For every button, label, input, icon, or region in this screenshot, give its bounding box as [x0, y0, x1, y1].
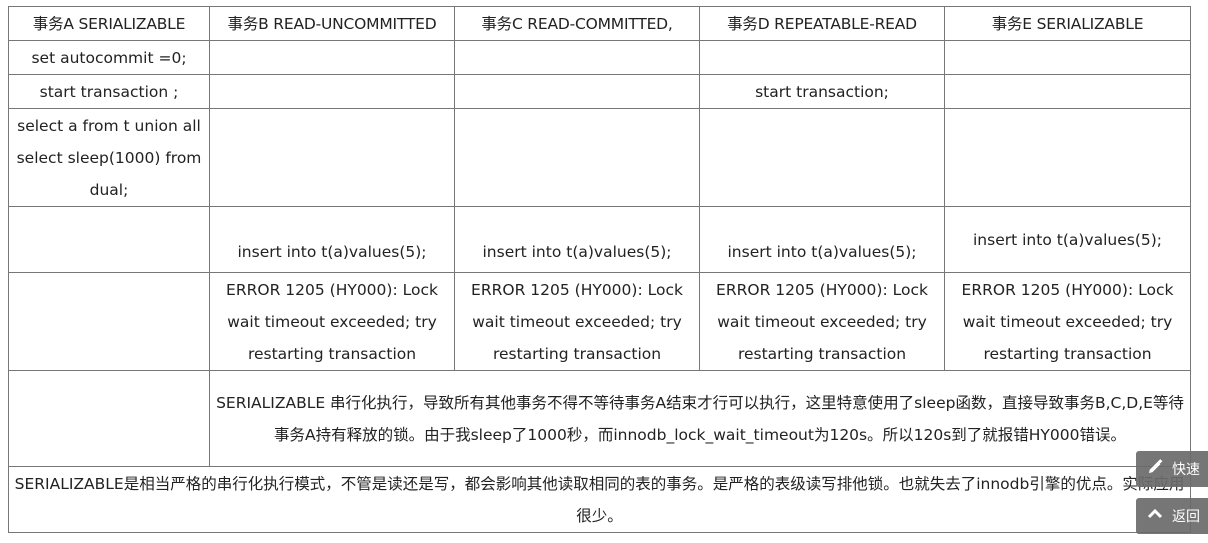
cell	[209, 108, 455, 207]
header-row: 事务A SERIALIZABLE 事务B READ-UNCOMMITTED 事务…	[8, 6, 1191, 41]
quick-reply-label: 快速	[1172, 462, 1200, 478]
cell	[699, 108, 945, 207]
table-row: select a from t union all select sleep(1…	[8, 108, 1191, 207]
cell: set autocommit =0;	[8, 40, 210, 75]
cell	[699, 40, 945, 75]
cell	[8, 272, 210, 371]
header-cell-c: 事务C READ-COMMITTED,	[454, 6, 700, 41]
cell: insert into t(a)values(5);	[209, 206, 455, 273]
header-cell-b: 事务B READ-UNCOMMITTED	[209, 6, 455, 41]
cell: insert into t(a)values(5);	[454, 206, 700, 273]
cell	[209, 40, 455, 75]
cell: select a from t union all select sleep(1…	[8, 108, 210, 207]
header-cell-e: 事务E SERIALIZABLE	[944, 6, 1191, 41]
header-cell-a: 事务A SERIALIZABLE	[8, 6, 210, 41]
cell: start transaction;	[699, 74, 945, 109]
quick-reply-button[interactable]: 快速	[1136, 451, 1208, 487]
back-to-top-button[interactable]: 返回	[1136, 498, 1208, 534]
cell	[8, 370, 210, 467]
header-cell-d: 事务D REPEATABLE-READ	[699, 6, 945, 41]
table-row: ERROR 1205 (HY000): Lock wait timeout ex…	[8, 272, 1191, 371]
table-row: set autocommit =0;	[8, 40, 1191, 75]
cell	[454, 74, 700, 109]
cell: insert into t(a)values(5);	[699, 206, 945, 273]
table-row: SERIALIZABLE 串行化执行，导致所有其他事务不得不等待事务A结束才行可…	[8, 370, 1191, 467]
note-cell: SERIALIZABLE 串行化执行，导致所有其他事务不得不等待事务A结束才行可…	[209, 370, 1191, 467]
cell	[944, 74, 1191, 109]
back-to-top-label: 返回	[1172, 509, 1200, 525]
isolation-level-table: 事务A SERIALIZABLE 事务B READ-UNCOMMITTED 事务…	[8, 6, 1191, 533]
table-row: insert into t(a)values(5); insert into t…	[8, 206, 1191, 273]
cell	[944, 40, 1191, 75]
cell	[454, 108, 700, 207]
cell: start transaction ;	[8, 74, 210, 109]
table-row: SERIALIZABLE是相当严格的串行化执行模式，不管是读还是写，都会影响其他…	[8, 466, 1191, 533]
cell: ERROR 1205 (HY000): Lock wait timeout ex…	[944, 272, 1191, 371]
table-row: start transaction ; start transaction;	[8, 74, 1191, 109]
cell	[454, 40, 700, 75]
chevron-up-icon	[1146, 505, 1164, 527]
cell	[209, 74, 455, 109]
cell: ERROR 1205 (HY000): Lock wait timeout ex…	[454, 272, 700, 371]
cell	[8, 206, 210, 273]
cell: ERROR 1205 (HY000): Lock wait timeout ex…	[209, 272, 455, 371]
summary-cell: SERIALIZABLE是相当严格的串行化执行模式，不管是读还是写，都会影响其他…	[8, 466, 1191, 533]
cell	[944, 108, 1191, 207]
pencil-icon	[1146, 458, 1164, 480]
cell: insert into t(a)values(5);	[944, 206, 1191, 273]
cell: ERROR 1205 (HY000): Lock wait timeout ex…	[699, 272, 945, 371]
